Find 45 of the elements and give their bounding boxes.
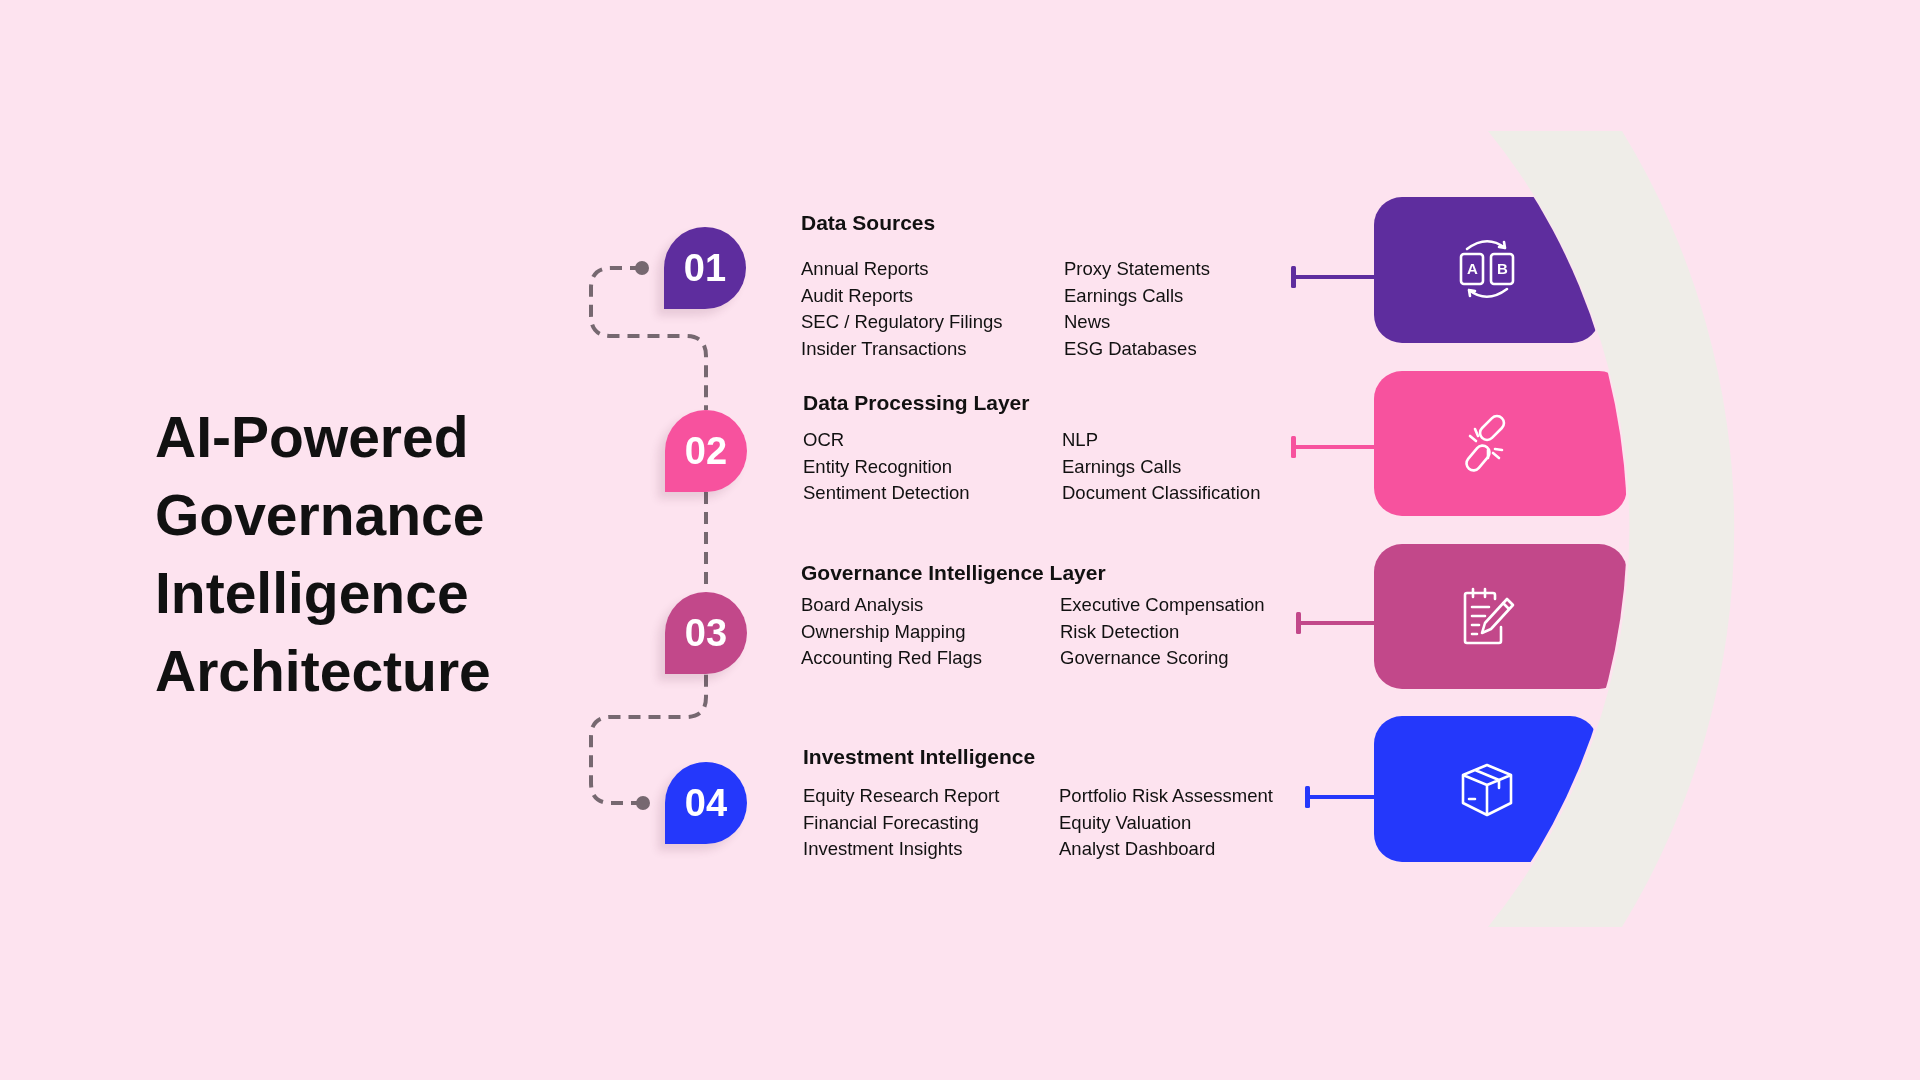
leader-line (1291, 436, 1374, 458)
list-item: Annual Reports (801, 257, 929, 281)
list-item: Portfolio Risk Assessment (1059, 784, 1273, 808)
icon-letter: A (1467, 261, 1478, 277)
list-item: Accounting Red Flags (801, 646, 982, 670)
dashed-connector (589, 674, 708, 810)
step-number-badge: 03 (665, 592, 747, 674)
list-item: Financial Forecasting (803, 810, 979, 835)
list-item: OCR (803, 428, 845, 452)
dashed-connector (589, 261, 708, 410)
list-item: Earnings Calls (1064, 283, 1184, 308)
list-item: Earnings Calls (1062, 454, 1182, 479)
list-item: Document Classification (1062, 481, 1261, 505)
step-number-badge: 02 (665, 410, 747, 492)
section-heading: Investment Intelligence (803, 745, 1037, 769)
section-heading: Governance Intelligence Layer (801, 561, 1107, 585)
list-item: Risk Detection (1060, 619, 1180, 644)
list-item: Sentiment Detection (803, 481, 970, 505)
list-item: Governance Scoring (1060, 646, 1229, 670)
list-item: Insider Transactions (801, 336, 967, 361)
list-item: SEC / Regulatory Filings (801, 310, 1003, 334)
section-heading: Data Processing Layer (803, 391, 1031, 415)
list-item: News (1064, 310, 1111, 334)
list-item: Investment Insights (803, 837, 963, 861)
step-number-badge: 04 (665, 762, 747, 844)
list-item: Equity Research Report (803, 784, 1000, 808)
list-item: Proxy Statements (1064, 257, 1210, 281)
list-item: ESG Databases (1064, 336, 1197, 361)
leader-line (1305, 786, 1374, 808)
list-item: Audit Reports (801, 283, 914, 308)
list-item: Executive Compensation (1060, 593, 1265, 617)
list-item: Analyst Dashboard (1059, 837, 1216, 861)
leader-line (1291, 266, 1374, 288)
list-item: Equity Valuation (1059, 810, 1192, 835)
leader-line (1296, 612, 1374, 634)
title: AI-Powered Governance Intelligence Architecture (155, 404, 492, 705)
list-item: NLP (1062, 428, 1098, 452)
icon-panel (1374, 544, 1627, 689)
list-item: Board Analysis (801, 593, 924, 617)
step-number-badge: 01 (664, 227, 746, 309)
list-item: Ownership Mapping (801, 619, 966, 644)
section-heading: Data Sources (801, 211, 937, 235)
icon-letter: B (1497, 261, 1508, 277)
list-item: Entity Recognition (803, 454, 953, 479)
icon-panel (1374, 371, 1627, 516)
